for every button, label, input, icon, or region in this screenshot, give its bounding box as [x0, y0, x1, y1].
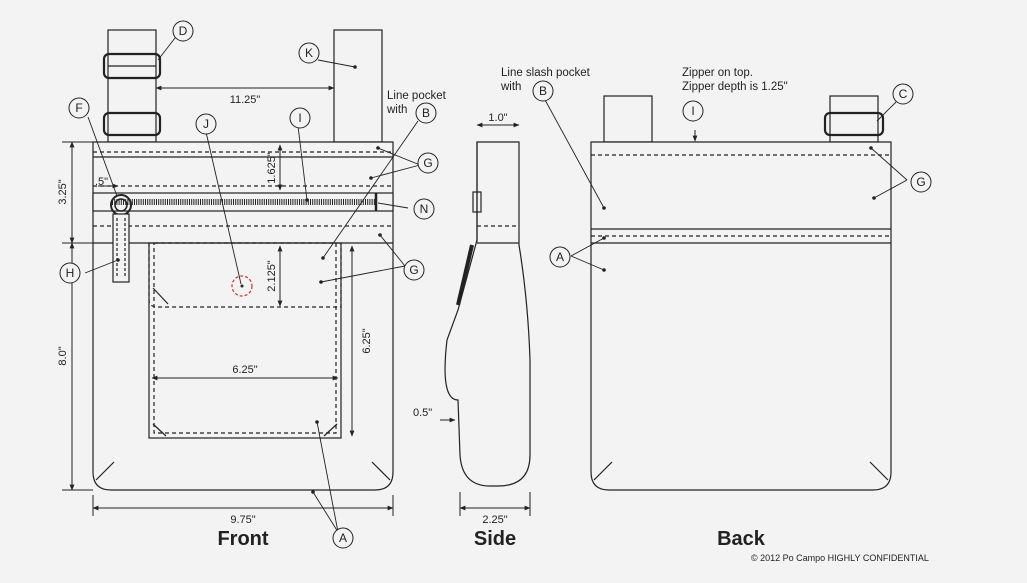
- callout-f: F: [75, 101, 82, 115]
- note-zipper-on-top: Zipper on top.: [682, 67, 753, 79]
- callout-g-front-pocket: G: [409, 263, 418, 277]
- callout-h: H: [66, 266, 75, 280]
- dim-side-bottom: 0.5": [413, 407, 432, 419]
- back-body: [590, 141, 892, 491]
- front-left-strap: [107, 29, 157, 143]
- callout-g-back: G: [916, 175, 925, 189]
- dim-lower-height: 8.0": [57, 346, 69, 365]
- side-view: [440, 122, 531, 516]
- front-zipper: [92, 192, 394, 212]
- side-body: [444, 141, 531, 487]
- dim-side-width: 2.25": [482, 514, 507, 526]
- dim-pocket-flap: 2.125": [266, 260, 278, 292]
- callout-d: D: [179, 24, 188, 38]
- callout-a-back: A: [556, 250, 564, 264]
- strap-buckle-bottom: [102, 111, 162, 137]
- pocket-magnet: [231, 275, 253, 297]
- callout-g-front-top: G: [423, 156, 432, 170]
- callout-i-front: I: [298, 111, 301, 125]
- back-left-strap: [603, 95, 653, 143]
- zipper-pull-tab: [112, 213, 130, 283]
- callout-c: C: [899, 87, 908, 101]
- front-view: [92, 29, 394, 491]
- dim-strap-gap: 11.25": [230, 94, 261, 106]
- callout-k: K: [305, 46, 313, 60]
- front-pocket-flap: [148, 243, 342, 308]
- dim-pocket-width: 6.25": [232, 364, 257, 376]
- view-title-back: Back: [717, 528, 766, 550]
- dim-zip-depth: 1.625": [266, 152, 278, 184]
- leader-lines: [84, 37, 908, 533]
- note-line-pocket: Line pocket: [387, 90, 447, 102]
- callout-n: N: [420, 202, 429, 216]
- dim-side-top: 1.0": [488, 112, 507, 124]
- front-right-strap: [333, 29, 383, 143]
- dim-pocket-height: 6.25": [361, 328, 373, 353]
- note-line-pocket-with: with: [386, 104, 407, 116]
- note-zipper-depth: Zipper depth is 1.25": [682, 81, 788, 93]
- front-body: [92, 141, 394, 491]
- callout-i-back: I: [691, 104, 694, 118]
- callout-circles: [59, 20, 932, 549]
- note-line-slash-with: with: [500, 81, 521, 93]
- callout-j: J: [203, 117, 209, 131]
- dim-top-height: 3.25": [57, 179, 69, 204]
- callout-b-front: B: [422, 106, 430, 120]
- front-dimension-lines: [62, 85, 394, 516]
- dim-width: 9.75": [230, 514, 255, 526]
- view-title-side: Side: [474, 528, 516, 550]
- dim-zip-offset: .5": [95, 176, 108, 188]
- back-view: [590, 95, 892, 491]
- callout-b-back: B: [539, 84, 547, 98]
- back-buckle: [823, 111, 885, 137]
- view-title-front: Front: [217, 528, 268, 550]
- note-line-slash-pocket: Line slash pocket: [501, 67, 591, 79]
- strap-buckle-top: [102, 52, 162, 80]
- callout-a-front: A: [339, 531, 347, 545]
- copyright-notice: © 2012 Po Campo HIGHLY CONFIDENTIAL: [751, 553, 929, 563]
